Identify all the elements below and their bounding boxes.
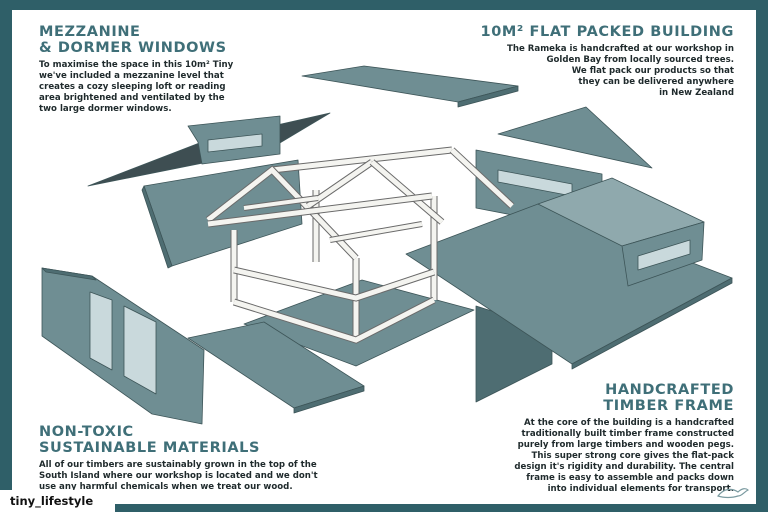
nontoxic-heading: NON-TOXIC SUSTAINABLE MATERIALS	[39, 424, 261, 456]
gable-panel-right	[497, 106, 653, 169]
dormer-window-left	[207, 133, 263, 153]
door-panel-edge	[41, 267, 97, 281]
text-line: design it's rigidity and durability. The…	[514, 462, 734, 472]
text-line: into individual elements for transport.	[547, 484, 734, 494]
timber-frame	[205, 146, 515, 344]
text-line: To maximise the space in this 10m² Tiny	[39, 60, 234, 70]
text-line: they can be delivered anywhere	[578, 77, 734, 87]
nontoxic-text: All of our timbers are sustainably grown…	[39, 460, 419, 493]
timber-heading: HANDCRAFTED TIMBER FRAME	[603, 382, 734, 414]
text-line: area brightened and ventilated by the	[39, 93, 225, 103]
text-line: traditionally built timber frame constru…	[521, 429, 734, 439]
text-line: frame is easy to assemble and packs down	[526, 473, 734, 483]
mezzanine-heading: MEZZANINE & DORMER WINDOWS	[39, 24, 227, 56]
flatpack-text: The Rameka is handcrafted at our worksho…	[434, 44, 734, 99]
text-line: At the core of the building is a handcra…	[523, 418, 734, 428]
text-line: South Island where our workshop is locat…	[39, 471, 318, 481]
door-panel	[41, 267, 205, 425]
timber-text: At the core of the building is a handcra…	[434, 418, 734, 495]
watermark-label: tiny_lifestyle	[0, 490, 116, 512]
text-line: We flat pack our products so that	[571, 66, 734, 76]
text-line: in New Zealand	[659, 88, 734, 98]
text-line: Golden Bay from locally sourced trees.	[546, 55, 734, 65]
exploded-building-diagram	[41, 65, 733, 425]
flatpack-heading: 10m² FLAT PACKED BUILDING	[480, 24, 734, 40]
text-line: use any harmful chemicals when we treat …	[39, 482, 293, 492]
text-line: All of our timbers are sustainably grown…	[39, 460, 317, 470]
floor-slab-front-edge	[293, 385, 365, 414]
text-line: creates a cozy sleeping loft or reading	[39, 82, 226, 92]
bird-logo-icon	[717, 488, 750, 499]
roof-panel-right-edge	[571, 277, 733, 370]
door-glass-right	[123, 305, 157, 395]
text-line: The Rameka is handcrafted at our worksho…	[507, 44, 734, 54]
roof-slab-top-edge	[457, 85, 519, 108]
text-line: two large dormer windows.	[39, 104, 172, 114]
poster-panel: MEZZANINE & DORMER WINDOWS To maximise t…	[12, 10, 756, 504]
text-line: we've included a mezzanine level that	[39, 71, 224, 81]
dormer-window-right	[637, 239, 691, 271]
text-line: This super strong core gives the flat-pa…	[531, 451, 734, 461]
text-line: purely from large timbers and wooden peg…	[517, 440, 734, 450]
wall-panel-left-edge	[141, 185, 173, 269]
door-glass-left	[89, 291, 113, 371]
